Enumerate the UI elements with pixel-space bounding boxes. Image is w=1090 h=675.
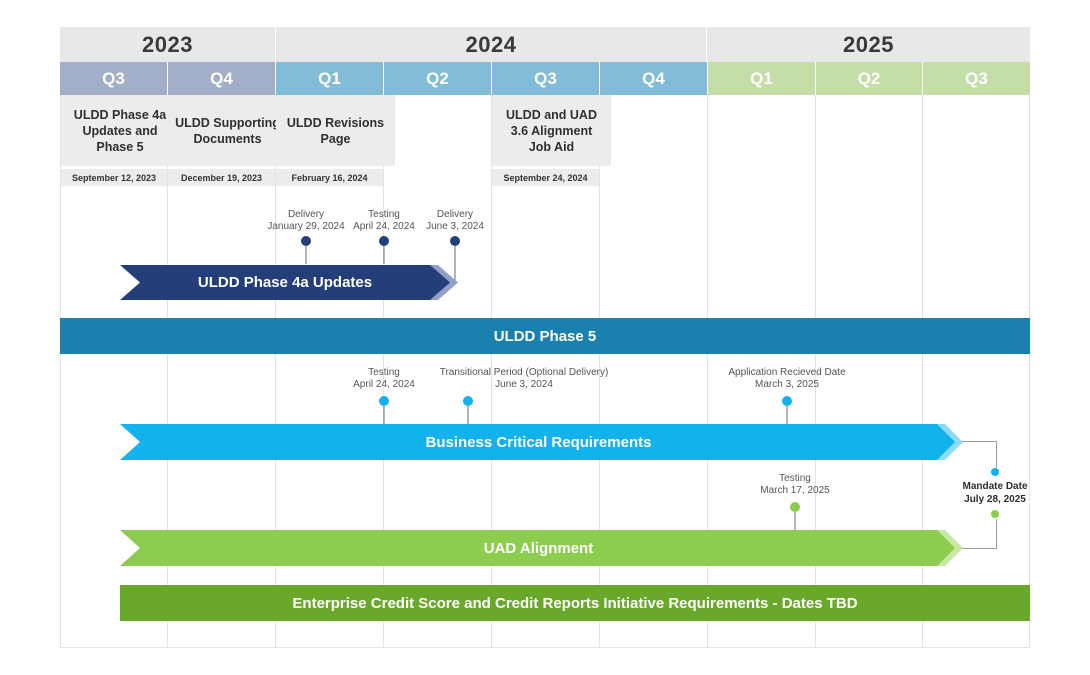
- quarter-2023-q3: Q3: [60, 62, 167, 95]
- milestone-stem: [786, 406, 788, 424]
- deliverable-date: September 12, 2023: [61, 169, 167, 186]
- deliverable-title: ULDD Phase 4a Updates and Phase 5: [61, 95, 179, 166]
- milestone-stem: [467, 406, 469, 424]
- mandate-bracket-bottom: [962, 519, 997, 549]
- deliverable-title: ULDD and UAD 3.6 Alignment Job Aid: [492, 95, 611, 166]
- milestone-stem: [794, 512, 796, 530]
- mandate-dot-business: [991, 468, 999, 476]
- quarter-2024-q4: Q4: [600, 62, 707, 95]
- quarter-2024-q3: Q3: [492, 62, 599, 95]
- mandate-bracket-top: [962, 441, 997, 468]
- phase4a-arrow-tip: [425, 265, 458, 300]
- milestone-label: Transitional Period (Optional Delivery)J…: [439, 367, 609, 390]
- uad-arrow: [120, 530, 955, 566]
- grid-line: [167, 95, 168, 648]
- mandate-dot-uad: [991, 510, 999, 518]
- milestone-dot: [450, 236, 460, 246]
- quarter-2023-q4: Q4: [168, 62, 275, 95]
- milestone-stem: [305, 246, 307, 264]
- quarter-2025-q3: Q3: [923, 62, 1030, 95]
- quarter-2025-q1: Q1: [708, 62, 815, 95]
- milestone-dot: [790, 502, 800, 512]
- milestone-dot: [379, 396, 389, 406]
- milestone-stem: [454, 246, 456, 284]
- grid-line: [491, 95, 492, 648]
- milestone-stem: [383, 406, 385, 424]
- grid-line: [599, 95, 600, 648]
- grid-line: [707, 95, 708, 648]
- phase4a-arrow: [120, 265, 450, 300]
- year-2024: 2024: [276, 27, 706, 62]
- grid-line: [922, 95, 923, 648]
- phase5-band: ULDD Phase 5: [60, 318, 1030, 354]
- phase4a-label: ULDD Phase 4a Updates: [197, 274, 373, 291]
- milestone-stem: [383, 246, 385, 264]
- uad-label: UAD Alignment: [483, 539, 594, 557]
- business-critical-label: Business Critical Requirements: [425, 433, 652, 451]
- quarter-2024-q1: Q1: [276, 62, 383, 95]
- grid-line: [60, 95, 61, 648]
- grid-line: [815, 95, 816, 648]
- milestone-dot: [782, 396, 792, 406]
- deliverable-date: February 16, 2024: [276, 169, 383, 186]
- quarter-2024-q2: Q2: [384, 62, 491, 95]
- grid-bottom-line: [60, 647, 1030, 648]
- milestone-dot: [301, 236, 311, 246]
- deliverable-date: December 19, 2023: [168, 169, 275, 186]
- uad-arrow-tip: [932, 530, 963, 566]
- milestone-dot: [463, 396, 473, 406]
- deliverable-title: ULDD Supporting Documents: [168, 95, 287, 166]
- enterprise-band: Enterprise Credit Score and Credit Repor…: [120, 585, 1030, 621]
- year-2023: 2023: [60, 27, 275, 62]
- grid-line: [1029, 95, 1030, 648]
- business-critical-arrow-tip: [932, 424, 963, 460]
- deliverable-title: ULDD Revisions Page: [276, 95, 395, 166]
- milestone-dot: [379, 236, 389, 246]
- deliverable-date: September 24, 2024: [492, 169, 599, 186]
- grid-line: [383, 95, 384, 648]
- year-2025: 2025: [707, 27, 1030, 62]
- business-critical-arrow: [120, 424, 955, 460]
- quarter-2025-q2: Q2: [816, 62, 922, 95]
- grid-line: [275, 95, 276, 648]
